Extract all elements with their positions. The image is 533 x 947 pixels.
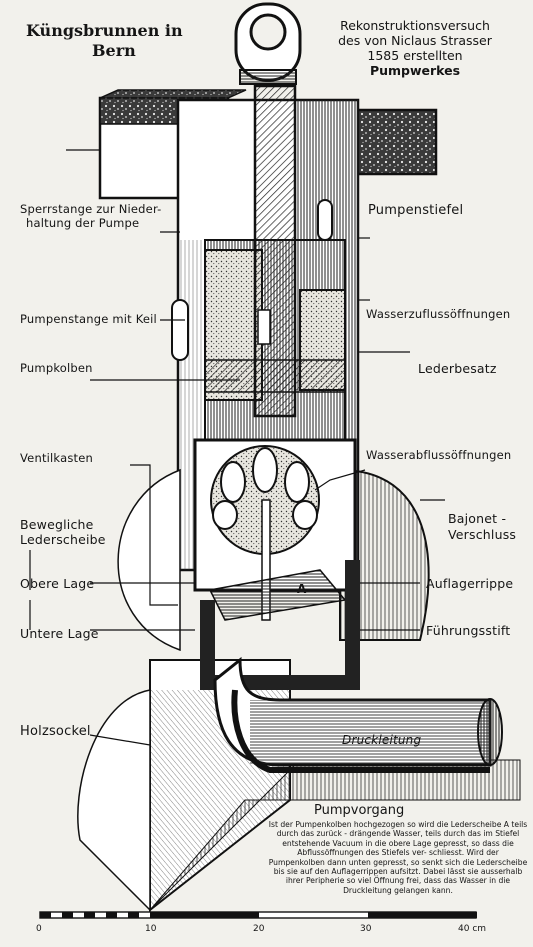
label-druckleitung: Druckleitung bbox=[342, 733, 422, 747]
label-lederbesatz: Lederbesatz bbox=[418, 361, 497, 376]
scale-tick-40: 40 cm bbox=[458, 924, 487, 934]
label-bajonet-1: Bajonet - bbox=[448, 511, 507, 526]
label-pumpenstange: Pumpenstange mit Keil bbox=[20, 312, 157, 326]
label-untere-lage: Untere Lage bbox=[20, 626, 99, 641]
leader-lines bbox=[29, 149, 445, 746]
label-obere-lage: Obere Lage bbox=[20, 576, 95, 591]
bajonet-ring bbox=[339, 468, 430, 641]
label-auflagerrippe: Auflagerrippe bbox=[426, 576, 514, 591]
label-fuehrungsstift: Führungsstift bbox=[426, 623, 511, 638]
pumpvorgang-heading: Pumpvorgang bbox=[314, 803, 405, 818]
subtitle-line3: 1585 erstellten bbox=[367, 48, 463, 63]
label-sperrstange-2: haltung der Pumpe bbox=[26, 216, 140, 230]
label-wasserabfluss: Wasserabflussöffnungen bbox=[366, 448, 512, 462]
valve-openings bbox=[212, 447, 318, 530]
label-ventilkasten: Ventilkasten bbox=[20, 451, 94, 465]
subtitle-line4: Pumpwerkes bbox=[369, 63, 461, 78]
scale-tick-10: 10 bbox=[145, 924, 157, 934]
label-bajonet-2: Verschluss bbox=[448, 527, 517, 542]
pumpenstange bbox=[253, 84, 297, 418]
label-holzsockel: Holzsockel bbox=[20, 724, 91, 739]
scale-tick-30: 30 bbox=[360, 924, 372, 934]
pumpvorgang-text: Ist der Pumpenkolben hochgezogen so wird… bbox=[268, 820, 528, 895]
label-bewegliche-1: Bewegliche bbox=[20, 517, 94, 532]
label-sperrstange-1: Sperrstange zur Nieder- bbox=[20, 202, 162, 216]
label-bewegliche-2: Lederscheibe bbox=[20, 532, 106, 547]
title-line2: Bern bbox=[92, 41, 136, 60]
top-eye-hole bbox=[249, 13, 287, 51]
subtitle-line1: Rekonstruktionsversuch bbox=[340, 18, 490, 33]
scale-bar bbox=[39, 911, 477, 919]
label-pumpenstiefel: Pumpenstiefel bbox=[368, 203, 464, 218]
druckleitung-pipe bbox=[200, 560, 360, 690]
label-wasserzufluss: Wasserzuflussöffnungen bbox=[366, 307, 511, 321]
scale-tick-20: 20 bbox=[253, 924, 265, 934]
subtitle: Rekonstruktionsversuch des von Niclaus S… bbox=[305, 18, 525, 78]
scale-tick-0: 0 bbox=[36, 924, 42, 934]
base-curve-right bbox=[149, 759, 521, 911]
title-line1: Küngsbrunnen in bbox=[26, 21, 183, 40]
subtitle-line2: des von Niclaus Strasser bbox=[338, 33, 492, 48]
label-pumpkolben: Pumpkolben bbox=[20, 361, 93, 375]
marker-a: A bbox=[297, 582, 307, 596]
pipe-end bbox=[477, 698, 503, 766]
